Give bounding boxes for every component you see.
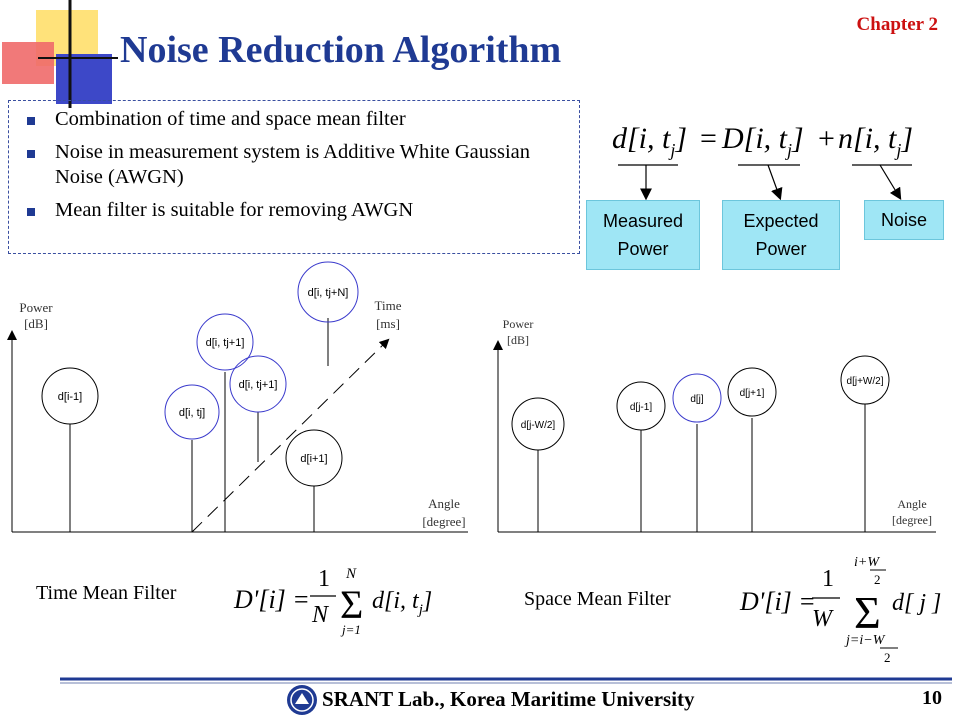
bullet-text: Mean filter is suitable for removing AWG… — [55, 199, 414, 221]
time-node-label: d[i, tj+1] — [206, 337, 245, 349]
time-t-label: Time — [375, 298, 402, 313]
bullet-square-icon — [27, 208, 35, 216]
time-formula-sum-bot: j=1 — [340, 622, 361, 637]
space-sum-bot: j=i−W — [844, 633, 886, 648]
time-t-unit: [ms] — [376, 316, 400, 331]
time-formula-sum-top: N — [345, 566, 357, 582]
space-sum-bot-den: 2 — [884, 650, 891, 665]
space-formula-lhs: D'[i] = — [739, 587, 816, 616]
bullet-text: Combination of time and space mean filte… — [55, 108, 406, 130]
time-node-label: d[i, tj+N] — [308, 287, 349, 299]
eq-measured: d[i, tj] — [612, 122, 687, 160]
slide-title: Noise Reduction Algorithm — [120, 29, 562, 71]
bullet-square-icon — [27, 150, 35, 158]
space-mean-filter-label: Space Mean Filter — [524, 588, 671, 610]
bullet-item: Noise in measurement system is Additive … — [23, 140, 579, 190]
time-formula-term: d[i, tj] — [372, 588, 432, 618]
main-equation: d[i, tj] = D[i, tj] + n[i, tj] — [612, 122, 913, 160]
bullet-item: Combination of time and space mean filte… — [23, 107, 579, 132]
space-mean-formula: D'[i] = 1 W i+W 2 Σ j=i−W 2 d[ j ] — [739, 555, 941, 665]
space-x-unit: [degree] — [892, 513, 932, 527]
measured-power-box: Measured Power — [586, 200, 700, 270]
bullet-list: Combination of time and space mean filte… — [9, 101, 579, 223]
bullet-item: Mean filter is suitable for removing AWG… — [23, 198, 579, 223]
space-diagram — [493, 340, 936, 533]
time-node-label: d[i-1] — [58, 391, 82, 403]
svg-text:+: + — [818, 122, 835, 155]
corner-decoration — [2, 0, 118, 108]
space-node-label: d[j-W/2] — [521, 420, 556, 431]
space-node-label: d[j] — [690, 394, 704, 405]
time-diagram — [6, 261, 468, 533]
space-sum-top: i+W — [854, 555, 880, 570]
time-mean-formula: D'[i] = 1 N N Σ j=1 d[i, tj] — [233, 566, 432, 637]
space-sum-top-den: 2 — [874, 572, 881, 587]
time-node-label: d[i, tj+1] — [239, 379, 278, 391]
bullet-box: Combination of time and space mean filte… — [8, 100, 580, 254]
noise-box: Noise — [864, 200, 944, 240]
measured-label-line2: Power — [617, 239, 669, 259]
expected-label-line2: Power — [755, 239, 807, 259]
eq-expected: D[i, tj] — [721, 122, 804, 160]
university-logo-icon — [287, 685, 317, 715]
space-y-unit: [dB] — [507, 333, 529, 347]
sum-symbol: Σ — [340, 582, 363, 627]
time-x-label: Angle — [428, 496, 460, 511]
svg-text:=: = — [700, 122, 717, 155]
chapter-label: Chapter 2 — [856, 14, 938, 35]
space-formula-num: 1 — [822, 566, 834, 592]
time-x-unit: [degree] — [422, 514, 465, 529]
sum-symbol: Σ — [854, 587, 881, 638]
footer-lab-name: SRANT Lab., Korea Maritime University — [322, 687, 695, 711]
noise-label: Noise — [880, 210, 928, 230]
time-node-label: d[i, tj] — [179, 407, 205, 419]
space-x-label: Angle — [897, 497, 926, 511]
time-mean-filter-label: Time Mean Filter — [36, 582, 177, 604]
time-node-label: d[i+1] — [300, 453, 327, 465]
space-node-label: d[j+1] — [740, 388, 765, 399]
space-node-label: d[j+W/2] — [847, 376, 884, 387]
time-y-unit: [dB] — [24, 316, 48, 331]
time-formula-den: N — [311, 602, 330, 628]
bullet-square-icon — [27, 117, 35, 125]
space-formula-den: W — [812, 606, 834, 632]
page-number: 10 — [922, 687, 942, 709]
time-formula-lhs: D'[i] = — [233, 585, 310, 614]
space-y-label: Power — [503, 317, 534, 331]
space-node-label: d[j-1] — [630, 402, 652, 413]
space-formula-term: d[ j ] — [892, 590, 941, 616]
time-y-label: Power — [19, 300, 53, 315]
measured-label-line1: Measured — [602, 211, 684, 231]
expected-power-box: Expected Power — [722, 200, 840, 270]
expected-label-line1: Expected — [743, 211, 819, 231]
bullet-text: Noise in measurement system is Additive … — [55, 141, 531, 188]
time-formula-num: 1 — [318, 566, 330, 592]
eq-noise: n[i, tj] — [838, 122, 913, 160]
